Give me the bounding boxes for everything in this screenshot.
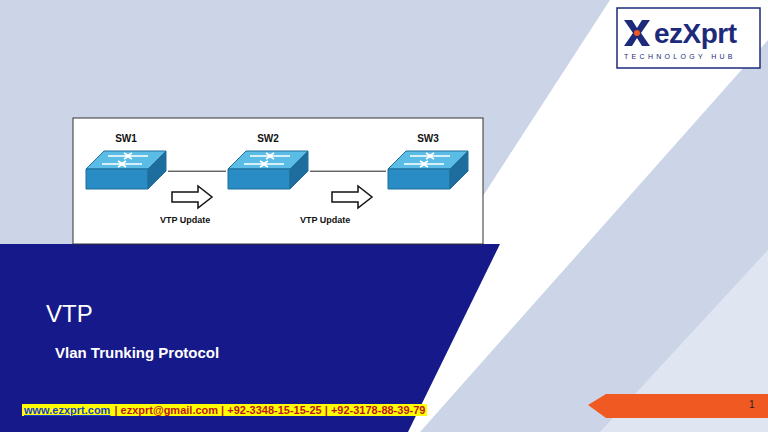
switch-node: SW1	[84, 133, 168, 191]
switch-icon	[226, 147, 310, 191]
slide-title: VTP	[46, 300, 93, 328]
switch-name: SW1	[84, 133, 168, 144]
contact-footer: www.ezxprt.com | ezxprt@gmail.com | +92-3…	[22, 404, 427, 416]
trunk-link	[310, 171, 386, 172]
slide-label: Vlan Trunking Protocol	[55, 344, 219, 361]
switch-node: SW3	[386, 133, 470, 191]
slide-label: 1	[749, 399, 755, 410]
switch-icon	[386, 147, 470, 191]
slide-label: VTP Update	[300, 215, 350, 225]
footer-text: www.ezxprt.com	[24, 404, 110, 416]
trunk-link	[168, 171, 226, 172]
slide-label: VTP Update	[160, 215, 210, 225]
slide-label: TECHNOLOGY HUB	[624, 53, 736, 60]
slide-label: ezXprt	[654, 18, 737, 50]
footer-text: | ezxprt@gmail.com | +92-3348-15-15-25 |…	[114, 404, 425, 416]
switch-node: SW2	[226, 133, 310, 191]
switch-icon	[84, 147, 168, 191]
switch-name: SW3	[386, 133, 470, 144]
switch-name: SW2	[226, 133, 310, 144]
